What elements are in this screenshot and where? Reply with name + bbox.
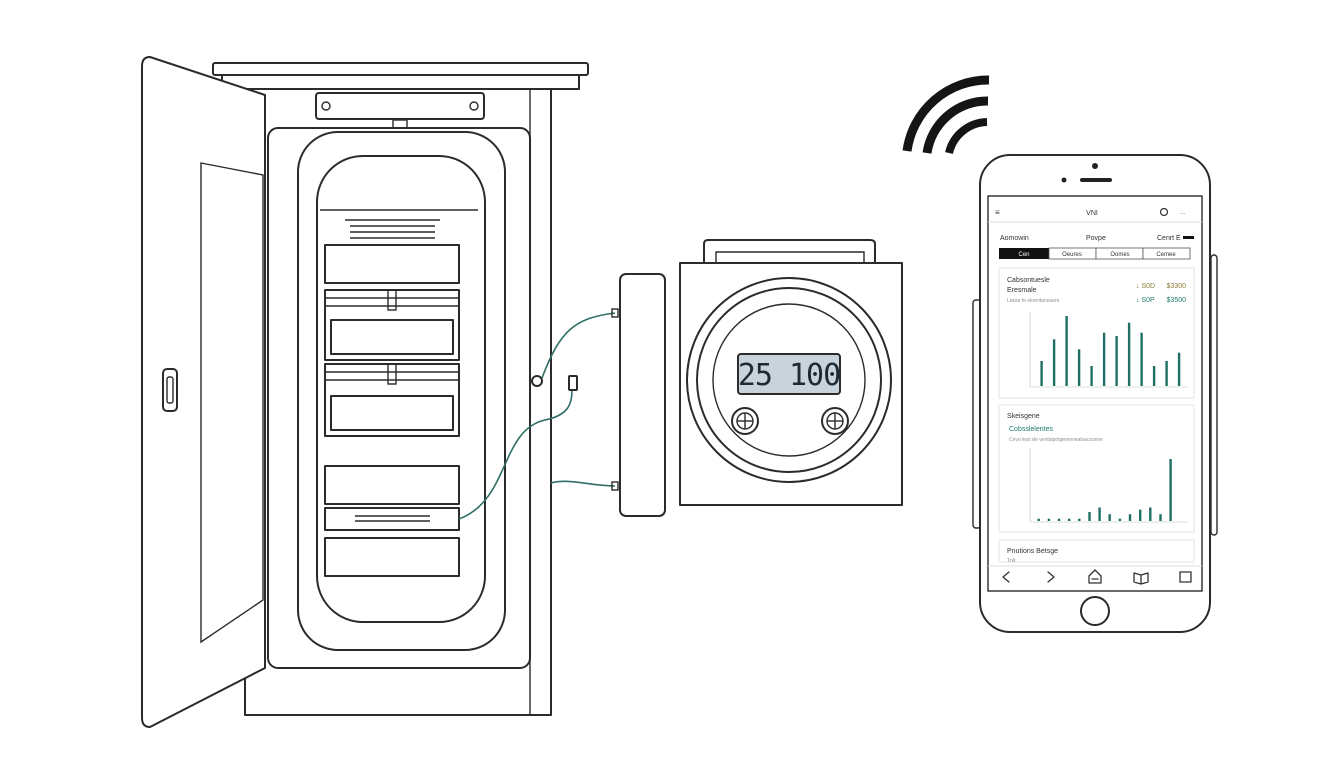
smart-meter: 25 100 [619, 239, 903, 517]
chart-bar [1140, 332, 1143, 386]
chart-bar [1047, 518, 1051, 521]
legend-label: ↓ S0D [1136, 283, 1155, 290]
tab[interactable] [1142, 247, 1191, 260]
electrical-cabinet [141, 56, 589, 728]
chart-bar [1128, 514, 1132, 521]
chart1-bars [1040, 316, 1181, 386]
card-title: Cabsontuesle [1007, 277, 1050, 284]
chart-bar [1065, 316, 1068, 386]
meter-button-right[interactable] [821, 407, 849, 435]
cabinet-latch-plate [315, 92, 485, 120]
chart-bar [1177, 352, 1181, 386]
tab-bar: Cen Oeures Oomes Cemee [999, 247, 1191, 260]
tab-label: Oeures [1062, 252, 1082, 258]
menu-icon[interactable]: ≡ [995, 208, 1000, 217]
card-caption: Cevo leat sle ventalpotgemenealvacsonne [1009, 437, 1103, 443]
header-mid[interactable]: Povpe [1086, 235, 1106, 242]
chart-bar [1102, 332, 1106, 386]
status-dots: ∙∙∙ [1180, 211, 1185, 217]
header-toggle-icon[interactable] [1183, 236, 1194, 239]
forward-icon[interactable] [1047, 571, 1055, 583]
bottom-nav [1002, 569, 1192, 585]
cabinet-door [141, 56, 266, 728]
chart-bar [1088, 512, 1091, 521]
back-icon[interactable] [1002, 571, 1010, 583]
breaker-1 [324, 244, 460, 284]
wire-connector-icon [568, 375, 578, 391]
cabinet-top-cap [212, 62, 589, 76]
energy-card[interactable]: Cabsontuesle Eresmale Leksa fe ekorntano… [998, 267, 1195, 399]
chart-bar [1052, 339, 1056, 386]
card-subtitle: Tnlt [1007, 558, 1016, 564]
book-icon[interactable] [1133, 572, 1149, 585]
chart-bar [1152, 366, 1156, 386]
tab-label: Cen [1018, 252, 1029, 258]
chart-bar [1037, 518, 1040, 521]
card-subtitle: Eresmale [1007, 287, 1037, 294]
chart-bar [1078, 518, 1081, 521]
legend-label: ↓ S0P [1136, 297, 1155, 304]
chart-bar [1127, 322, 1131, 386]
header-right[interactable]: Cenrt E [1157, 235, 1181, 242]
breaker-4 [324, 465, 460, 505]
chart-bar [1159, 514, 1162, 521]
chart-bar [1068, 518, 1071, 521]
tab-label: Cemee [1156, 252, 1176, 258]
chart-bar [1118, 518, 1122, 521]
refresh-icon[interactable] [1159, 207, 1169, 217]
card-caption: Leksa fe ekorntanouem [1007, 298, 1059, 304]
cabinet-port [531, 375, 543, 387]
card-title: Skeisgene [1007, 413, 1040, 420]
chart-bar [1090, 366, 1093, 386]
chart-bar [1165, 361, 1168, 386]
cabinet-top-rim [221, 74, 580, 90]
chart-bar [1108, 514, 1111, 521]
legend-value: $3500 [1167, 297, 1187, 304]
breaker-6 [324, 537, 460, 577]
chart-bar [1077, 349, 1081, 386]
tabs-icon[interactable] [1179, 571, 1192, 583]
door-handle [162, 368, 178, 412]
chart-bar [1149, 507, 1152, 521]
phone-speaker [1080, 178, 1112, 182]
tab-active[interactable] [999, 248, 1049, 259]
meter-side-module [619, 273, 666, 517]
tab-label: Oomes [1110, 252, 1129, 258]
meter-button-left[interactable] [731, 407, 759, 435]
card-title: Pnutions Betsge [1007, 548, 1058, 555]
home-button[interactable] [1080, 596, 1110, 626]
chart-bar [1057, 518, 1061, 521]
breaker-5 [324, 507, 460, 531]
smartphone: ≡ VNI ∙∙∙ Aomowin Povpe Cenrt E Cen Oeur… [972, 154, 1218, 633]
status-center: VNI [1086, 210, 1098, 217]
chart-bar [1115, 336, 1118, 386]
summary-card[interactable]: Pnutions Betsge Tnlt [998, 539, 1195, 564]
chart-bar [1040, 361, 1043, 386]
chart-bar [1139, 509, 1142, 521]
chart-bar [1169, 459, 1172, 521]
header-left[interactable]: Aomowin [1000, 235, 1029, 242]
card-link[interactable]: Cobsslelentes [1009, 426, 1053, 433]
connection-wires [458, 308, 619, 520]
phone-camera [1092, 163, 1098, 169]
meter-lcd [737, 353, 841, 395]
home-icon[interactable] [1088, 569, 1102, 584]
wifi-signal-icon [902, 75, 990, 155]
chart-bar [1098, 507, 1101, 521]
meter-reading: 25 100 [738, 358, 840, 393]
chart2-bars [1037, 459, 1172, 521]
legend-value: $3300 [1167, 283, 1187, 290]
usage-card[interactable]: Skeisgene Cobsslelentes Cevo leat sle ve… [998, 404, 1195, 533]
